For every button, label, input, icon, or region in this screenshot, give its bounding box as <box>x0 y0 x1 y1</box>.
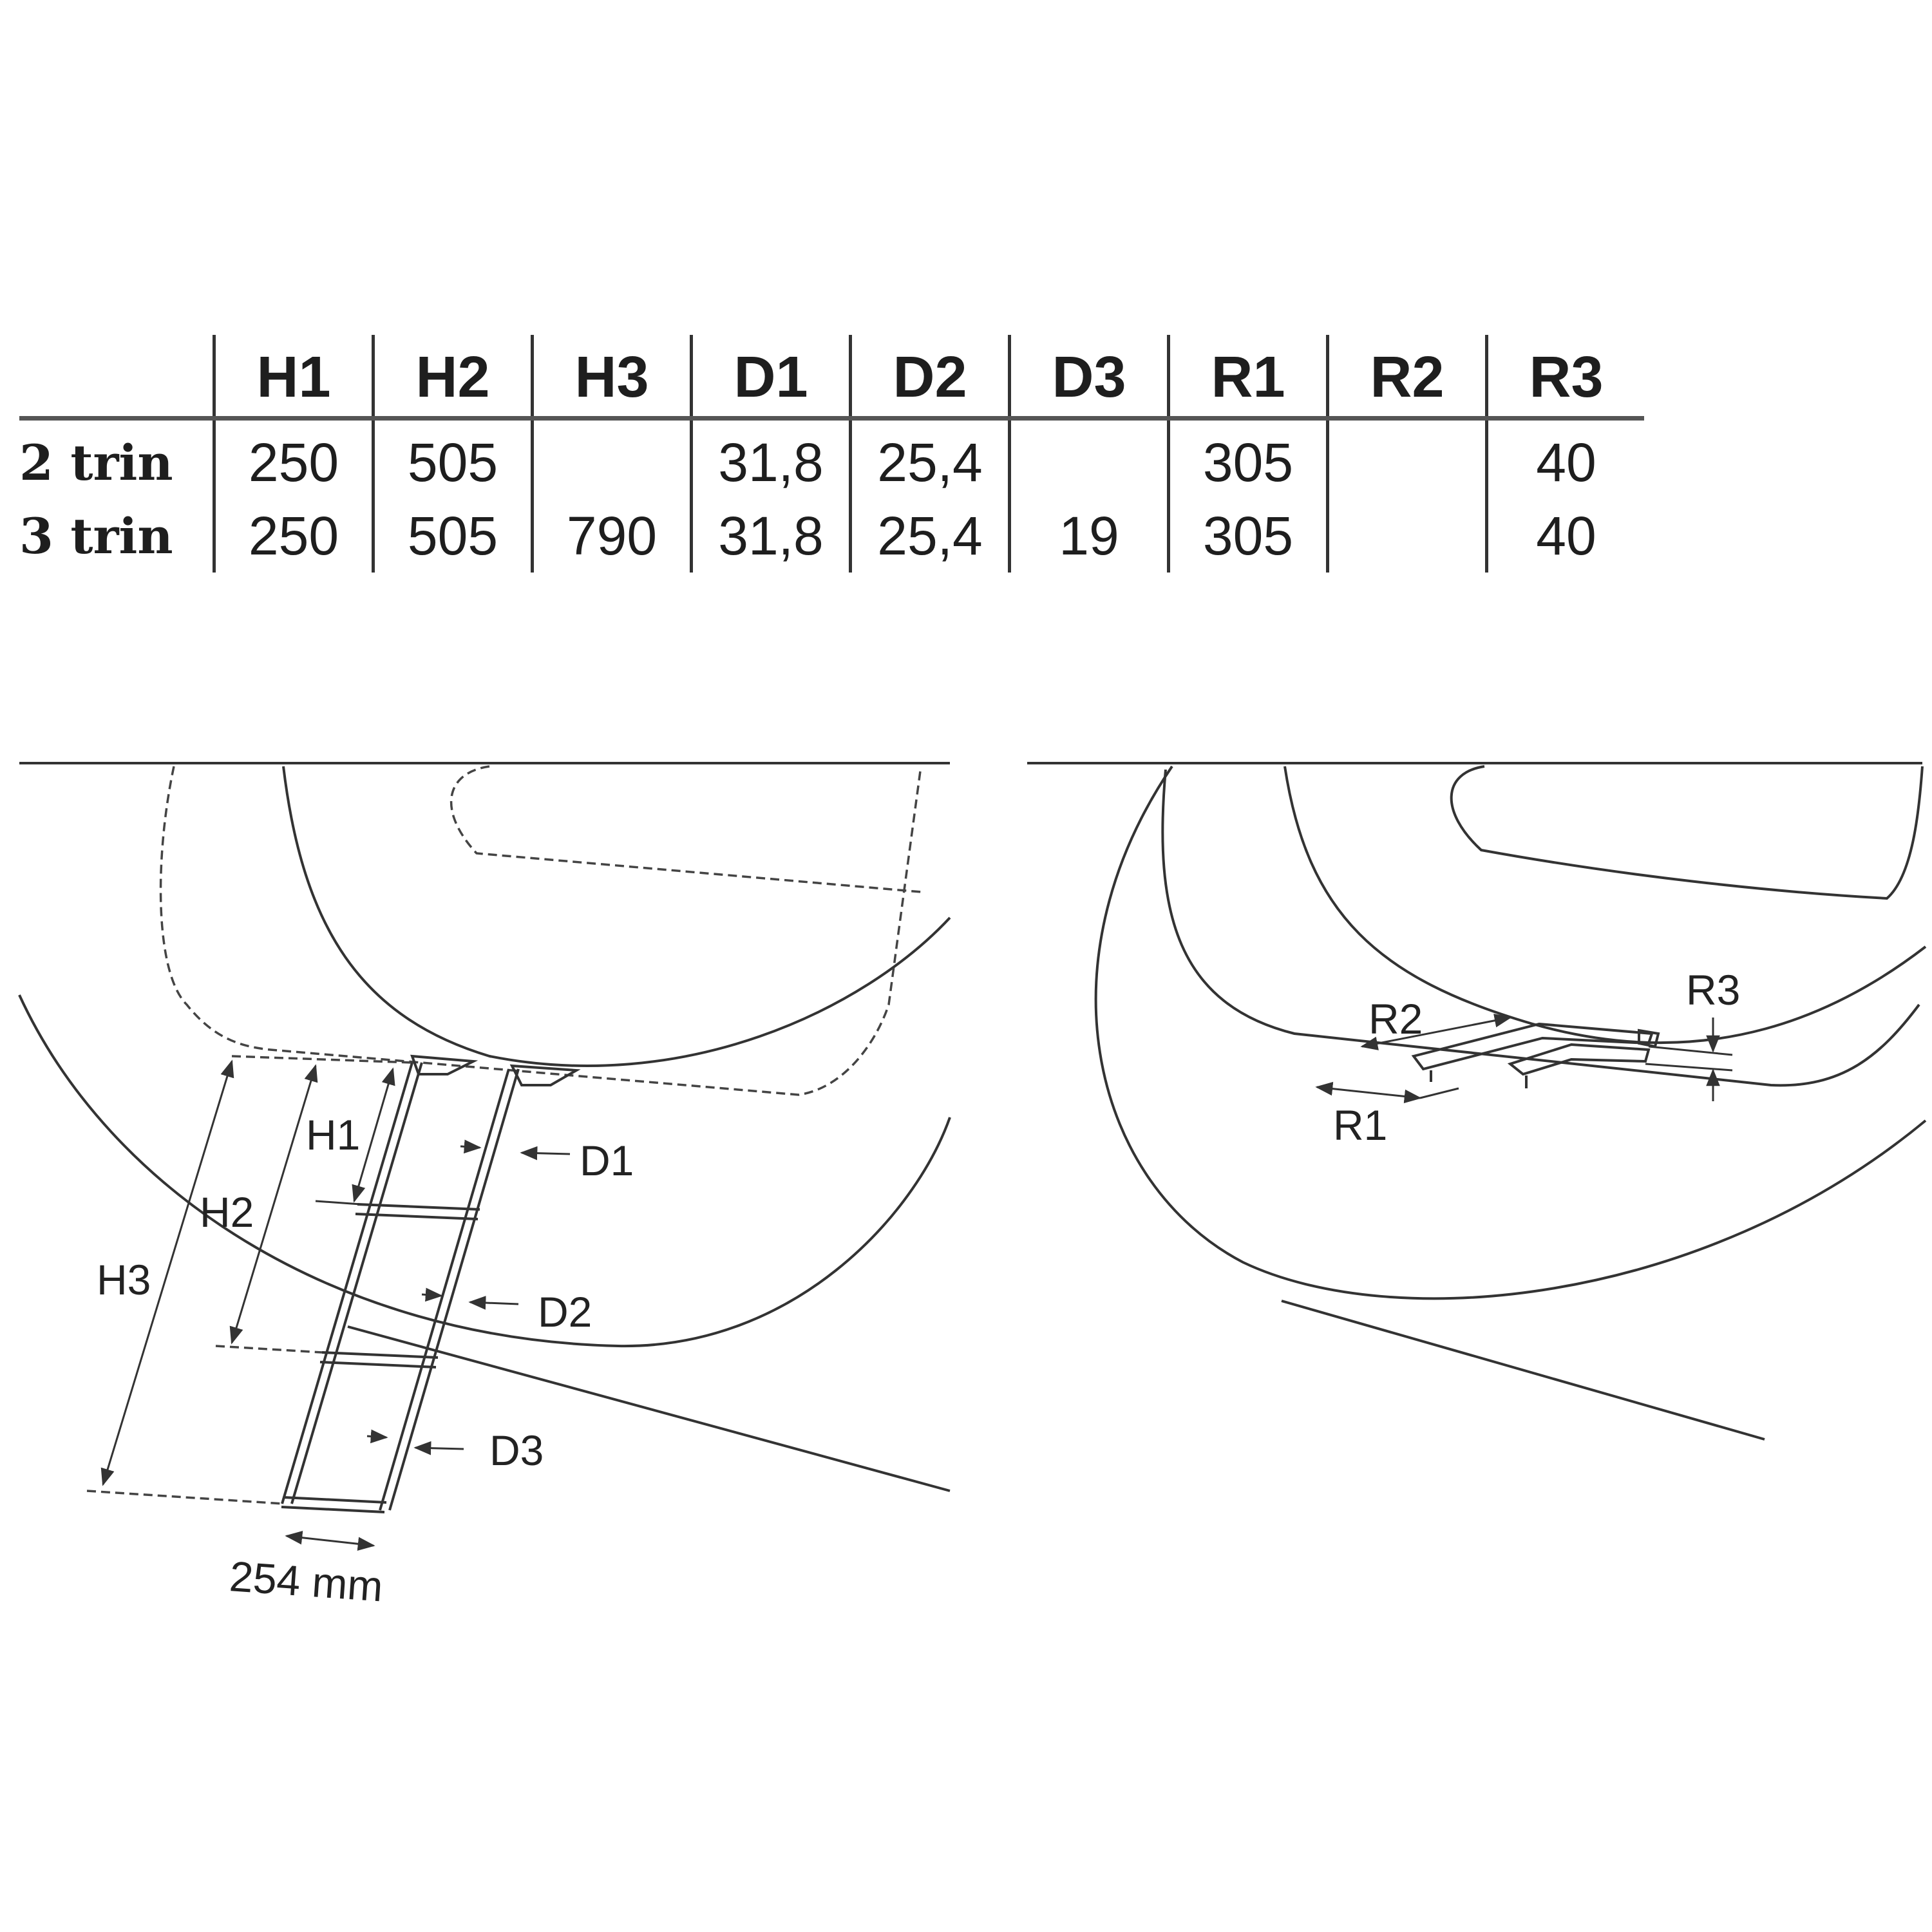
dim-d1-left <box>460 1139 482 1154</box>
table-row: 2 trin 250 505 31,8 25,4 305 40 <box>19 418 1644 499</box>
dim-r2 <box>1360 1014 1512 1050</box>
dim-d1-right <box>520 1146 571 1160</box>
table-header-row: H1 H2 H3 D1 D2 D3 R1 R2 R3 <box>19 335 1644 421</box>
dimension-table: H1 H2 H3 D1 D2 D3 R1 R2 R3 2 trin 250 50… <box>19 335 1644 573</box>
ref-line-top <box>231 1055 413 1064</box>
table-cell: 250 <box>213 499 374 573</box>
table-cell <box>1008 418 1169 499</box>
table-cell: 31,8 <box>690 499 851 573</box>
header-d3: D3 <box>1008 335 1169 421</box>
table-cell: 505 <box>372 499 533 573</box>
table-cell: 19 <box>1008 499 1169 573</box>
dim-h2 <box>229 1064 318 1345</box>
ref-line-h3-bottom <box>86 1490 284 1505</box>
recess-right <box>1450 765 1924 900</box>
hull-outer-curve-right <box>1094 765 1927 1300</box>
folded-ladder <box>1411 1022 1660 1088</box>
dim-d2-left <box>421 1287 443 1302</box>
row-label: 3 trin <box>19 507 173 565</box>
table-cell: 790 <box>531 499 692 573</box>
table-cell: 40 <box>1485 418 1644 499</box>
ref-line-h1-bottom <box>315 1200 361 1206</box>
hull-inner-curve-right <box>1283 766 1927 1045</box>
header-r2: R2 <box>1326 335 1487 421</box>
table-cell: 250 <box>213 418 374 499</box>
ladder-rail-right <box>379 1068 520 1511</box>
ladder <box>281 1054 581 1513</box>
ladder-drawing: H1 H2 H3 D1 D2 D3 254 mm <box>18 762 951 1611</box>
label-h1: H1 <box>306 1111 360 1159</box>
table-cell: 505 <box>372 418 533 499</box>
table-row: 3 trin 250 505 790 31,8 25,4 19 305 40 <box>19 499 1644 573</box>
folded-rail-left <box>1411 1022 1654 1071</box>
table-cell: 25,4 <box>849 499 1010 573</box>
ref-line-h2-bottom <box>215 1345 323 1354</box>
dim-d3-right <box>413 1441 464 1455</box>
table-cell: 31,8 <box>690 418 851 499</box>
label-d3: D3 <box>489 1426 544 1474</box>
table-cell: 25,4 <box>849 418 1010 499</box>
label-h2: H2 <box>200 1188 254 1236</box>
label-h3: H3 <box>97 1256 151 1303</box>
hull-inner-curve <box>282 766 951 1067</box>
row-label: 2 trin <box>19 433 173 491</box>
header-d1: D1 <box>690 335 851 421</box>
ladder-mount-left <box>410 1054 478 1075</box>
dim-d3-left <box>366 1429 388 1444</box>
header-d2: D2 <box>849 335 1010 421</box>
table-cell: 40 <box>1485 499 1644 573</box>
header-r1: R1 <box>1167 335 1328 421</box>
folded-ladder-drawing: R2 R1 R3 <box>1027 762 1927 1441</box>
dim-h1 <box>352 1067 395 1203</box>
label-r1: R1 <box>1333 1101 1387 1149</box>
table-corner <box>19 335 214 421</box>
dim-d2-right <box>468 1296 519 1310</box>
hull-lower-line <box>347 1325 951 1492</box>
dim-h3 <box>100 1059 234 1486</box>
header-h2: H2 <box>372 335 533 421</box>
label-d2: D2 <box>538 1288 592 1336</box>
table-cell <box>531 418 692 499</box>
table-cell <box>1326 499 1487 573</box>
hull-outer-curve <box>18 994 951 1348</box>
table-cell: 305 <box>1167 499 1328 573</box>
ladder-step-1 <box>355 1203 480 1220</box>
recess-dashed <box>450 765 922 893</box>
label-width: 254 mm <box>228 1552 384 1610</box>
r3-ext-bottom <box>1645 1063 1733 1072</box>
ladder-step-3 <box>281 1496 387 1513</box>
header-r3: R3 <box>1485 335 1644 421</box>
header-h1: H1 <box>213 335 374 421</box>
label-r2: R2 <box>1368 995 1423 1043</box>
hull-lower-line-right <box>1281 1300 1765 1441</box>
dim-r1 <box>1315 1081 1422 1104</box>
folded-rail-right <box>1507 1043 1651 1076</box>
platform-underside-right <box>1161 769 1920 1087</box>
label-d1: D1 <box>580 1137 634 1184</box>
header-h3: H3 <box>531 335 692 421</box>
dim-r1-ref <box>1419 1087 1459 1099</box>
table-cell: 305 <box>1167 418 1328 499</box>
table-cell <box>1326 418 1487 499</box>
r3-ext-top <box>1648 1045 1733 1056</box>
label-r3: R3 <box>1686 966 1740 1014</box>
ladder-mount-right <box>509 1064 581 1086</box>
platform-underside-dashed <box>159 766 922 1096</box>
ladder-step-2 <box>319 1351 439 1368</box>
dim-width <box>285 1530 375 1551</box>
